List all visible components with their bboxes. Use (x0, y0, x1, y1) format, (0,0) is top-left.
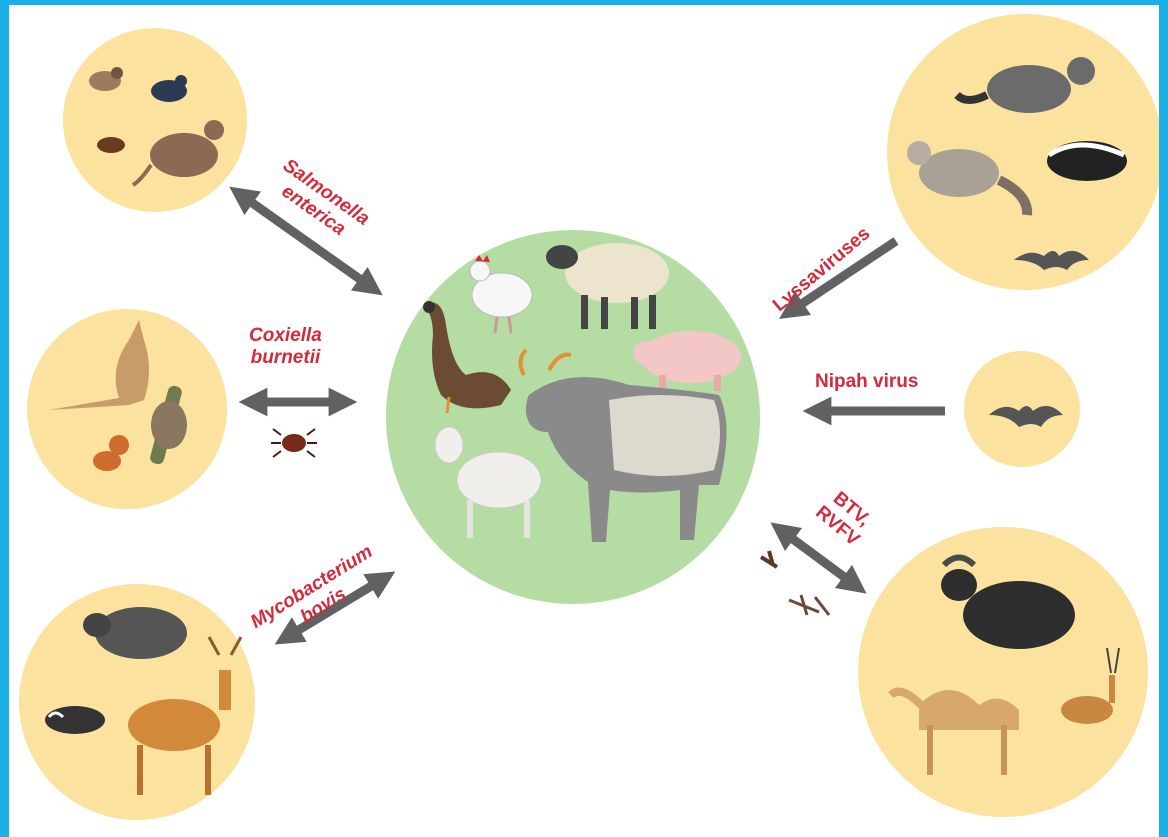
tick-icon (271, 429, 317, 457)
diagram-panel: Salmonella enterica Coxiella burnetii My… (9, 5, 1159, 837)
badger-icon (45, 706, 105, 734)
skunk-icon (1047, 141, 1127, 181)
mosquito-icon (789, 595, 829, 615)
midge-icon (761, 551, 777, 567)
diagram-canvas (9, 5, 1159, 837)
label-nipah: Nipah virus (815, 371, 918, 393)
label-coxiella: Coxiella burnetii (249, 325, 322, 369)
cockroach-icon (97, 137, 125, 153)
reservoir-circle-birds-rodents (63, 28, 247, 212)
